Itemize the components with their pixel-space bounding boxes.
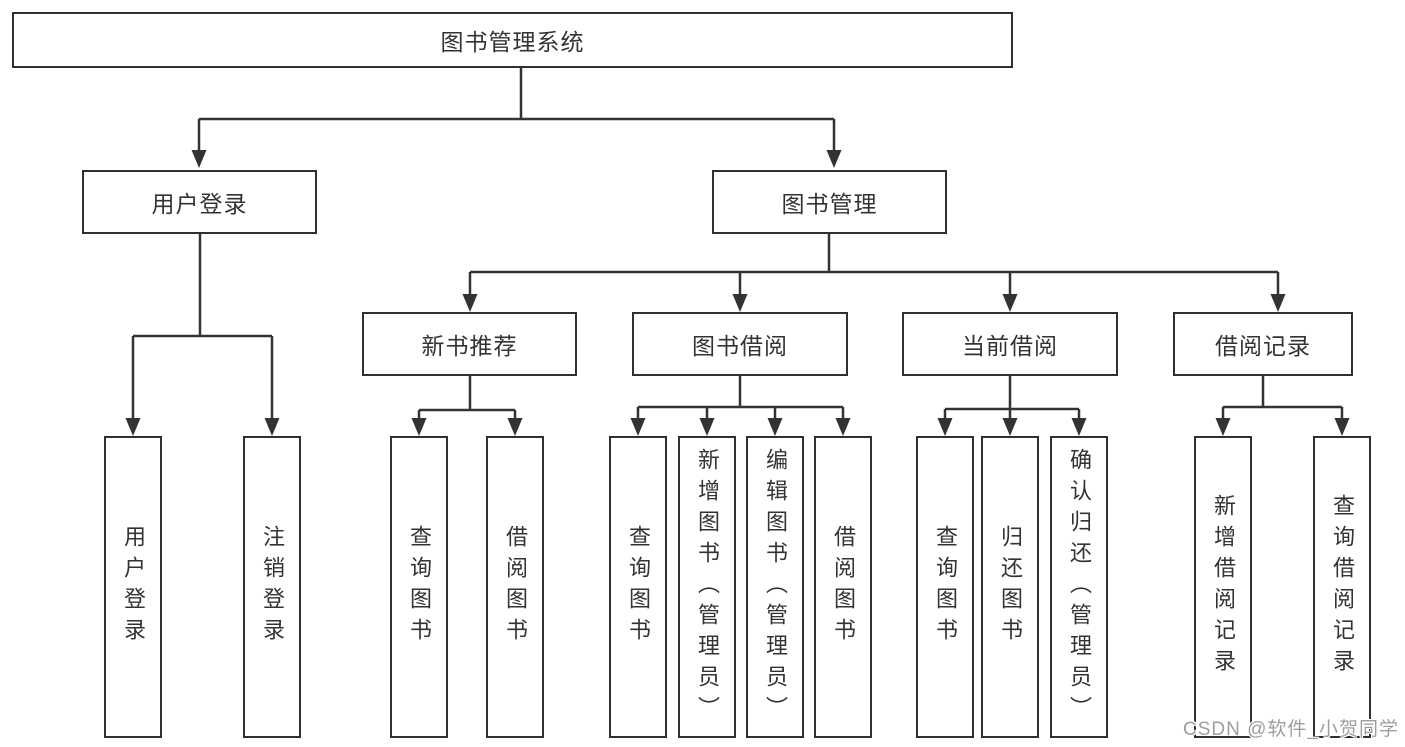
- leaf-query-books-borrow: 查询图书: [609, 436, 667, 738]
- leaf-query-books-current: 查询图书: [916, 436, 974, 738]
- node-new-book-rec: 新书推荐: [362, 312, 577, 376]
- connector-current-borrow-split: [937, 376, 1087, 436]
- node-book-borrow: 图书借阅: [632, 312, 848, 376]
- connector-root-split: [191, 68, 842, 168]
- connector-user-login-split: [125, 234, 280, 436]
- leaf-add-borrow-record: 新增借阅记录: [1194, 436, 1252, 738]
- leaf-borrow-books: 借阅图书: [814, 436, 872, 738]
- connector-book-mgmt-split: [462, 234, 1286, 312]
- node-current-borrow: 当前借阅: [902, 312, 1118, 376]
- leaf-edit-book-admin: 编辑图书（管理员）: [746, 436, 804, 738]
- node-borrow-records: 借阅记录: [1173, 312, 1353, 376]
- leaf-logout: 注销登录: [243, 436, 301, 738]
- node-root: 图书管理系统: [12, 12, 1013, 68]
- connector-new-book-rec-split: [411, 376, 523, 436]
- node-book-mgmt: 图书管理: [712, 170, 947, 234]
- leaf-query-books-recommend: 查询图书: [390, 436, 448, 738]
- leaf-confirm-return-admin: 确认归还（管理员）: [1050, 436, 1108, 738]
- connector-borrow-records-split: [1215, 376, 1350, 436]
- leaf-return-book: 归还图书: [981, 436, 1039, 738]
- leaf-add-book-admin: 新增图书（管理员）: [678, 436, 736, 738]
- leaf-user-login: 用户登录: [104, 436, 162, 738]
- node-user-login: 用户登录: [82, 170, 317, 234]
- watermark: CSDN @软件_小贺同学: [1183, 719, 1399, 740]
- leaf-query-borrow-record: 查询借阅记录: [1313, 436, 1371, 738]
- leaf-borrow-books-recommend: 借阅图书: [486, 436, 544, 738]
- connector-book-borrow-split: [630, 376, 851, 436]
